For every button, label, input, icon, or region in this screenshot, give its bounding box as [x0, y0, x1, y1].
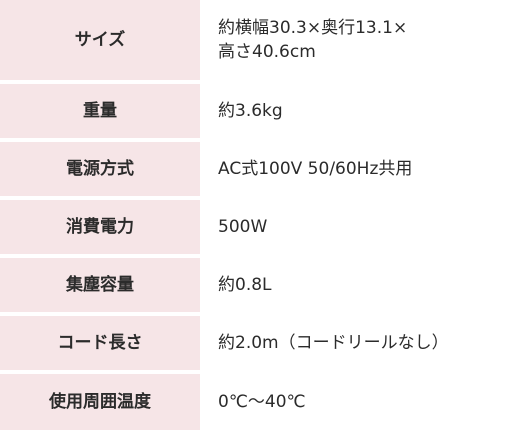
- spec-row-operating-temperature: 使用周囲温度 0℃～40℃: [0, 372, 506, 430]
- spec-label: 電源方式: [0, 140, 200, 199]
- spec-row-power-consumption: 消費電力 500W: [0, 198, 506, 257]
- spec-value: 約2.0m（コードリールなし）: [200, 314, 506, 373]
- spec-label: 使用周囲温度: [0, 372, 200, 430]
- spec-label: 消費電力: [0, 198, 200, 257]
- spec-value: 約0.8L: [200, 256, 506, 315]
- spec-label: コード長さ: [0, 314, 200, 373]
- spec-value: 0℃～40℃: [200, 372, 506, 430]
- spec-row-cord-length: コード長さ 約2.0m（コードリールなし）: [0, 314, 506, 373]
- spec-value: 約3.6kg: [200, 82, 506, 141]
- spec-row-dust-capacity: 集塵容量 約0.8L: [0, 256, 506, 315]
- spec-row-size: サイズ 約横幅30.3×奥行13.1× 高さ40.6cm: [0, 0, 506, 83]
- spec-value: 約横幅30.3×奥行13.1× 高さ40.6cm: [200, 0, 506, 83]
- spec-row-power-source: 電源方式 AC式100V 50/60Hz共用: [0, 140, 506, 199]
- spec-value: AC式100V 50/60Hz共用: [200, 140, 506, 199]
- spec-row-weight: 重量 約3.6kg: [0, 82, 506, 141]
- spec-value: 500W: [200, 198, 506, 257]
- spec-label: 集塵容量: [0, 256, 200, 315]
- spec-label: 重量: [0, 82, 200, 141]
- spec-label: サイズ: [0, 0, 200, 83]
